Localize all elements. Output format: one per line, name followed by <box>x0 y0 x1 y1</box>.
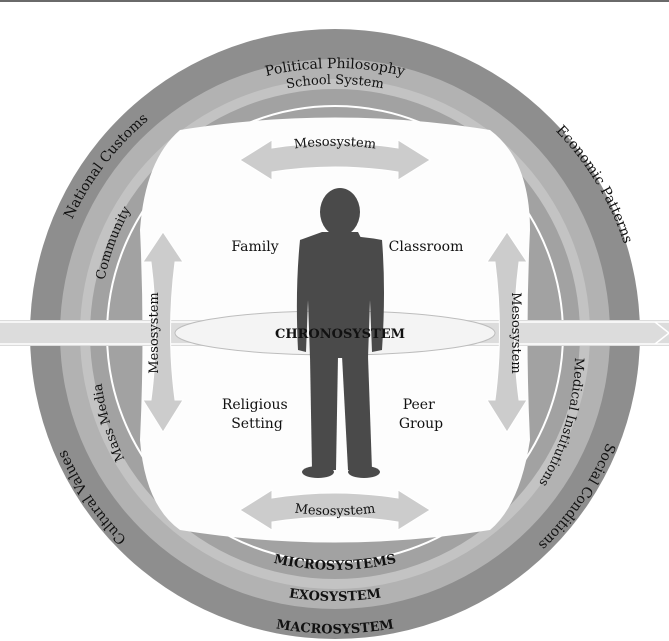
label-chronosystem: CHRONOSYSTEM <box>275 327 405 342</box>
label-peer-line2: Group <box>399 416 443 432</box>
label-mesosystem-left: Mesosystem <box>147 292 162 373</box>
label-family: Family <box>231 239 278 255</box>
child-figure <box>296 188 384 478</box>
label-religious-line1: Religious <box>222 397 288 413</box>
mesosystem-arrow-top <box>239 139 431 181</box>
top-border-line <box>0 0 669 2</box>
label-mesosystem-right: Mesosystem <box>508 292 523 373</box>
label-religious-line2: Setting <box>231 416 283 432</box>
label-peer-line1: Peer <box>403 397 435 413</box>
mesosystem-arrow-bottom <box>239 489 431 531</box>
label-political-philosophy: Political Philosophy <box>264 56 407 80</box>
label-mesosystem-bottom: Mesosystem <box>294 502 376 520</box>
label-classroom: Classroom <box>389 239 464 255</box>
label-exosystem: EXOSYSTEM <box>288 586 382 604</box>
label-mesosystem-top: Mesosystem <box>293 135 377 153</box>
mesosystem-arrow-left <box>142 231 184 433</box>
label-macrosystem: MACROSYSTEM <box>275 617 395 637</box>
label-microsystems: MICROSYSTEMS <box>272 552 397 574</box>
mesosystem-arrow-right <box>486 231 528 433</box>
label-religious-setting: Religious Setting <box>222 397 292 432</box>
label-school-system: School System <box>285 73 385 92</box>
chronosystem-arrow-right <box>654 321 669 345</box>
label-peer-group: Peer Group <box>399 397 443 432</box>
